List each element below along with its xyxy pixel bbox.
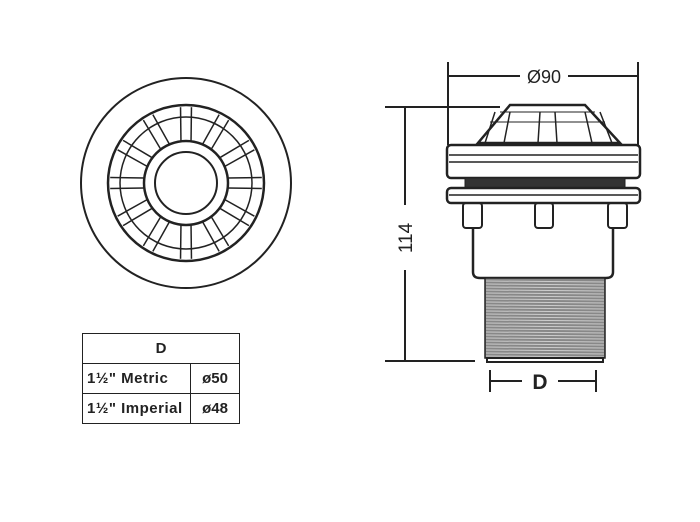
table-row: 1½" Imperial ø48 (82, 393, 240, 424)
rib-line (224, 198, 255, 217)
thread-line (485, 298, 605, 301)
thread-line (485, 334, 605, 337)
rib-line (152, 221, 171, 252)
thread-line (485, 322, 605, 325)
rib-line (219, 139, 250, 159)
table-header: D (82, 333, 240, 364)
thread-line (485, 349, 605, 352)
row-label: 1½" Metric (82, 363, 191, 394)
thread-line (485, 352, 605, 355)
dimension-thread-label: D (532, 371, 547, 394)
front-view (80, 77, 292, 289)
thread-line (485, 337, 605, 340)
rib-line (224, 149, 255, 168)
rib-line (152, 114, 171, 145)
row-value: ø48 (190, 393, 240, 424)
thread-line (485, 307, 605, 310)
thread-line (485, 301, 605, 304)
thread-line (485, 328, 605, 331)
thread-line (485, 289, 605, 292)
rib-line (142, 119, 162, 150)
thread-line (485, 355, 605, 358)
side-view (445, 103, 642, 363)
row-value: ø50 (190, 363, 240, 394)
row-label: 1½" Imperial (82, 393, 191, 424)
thread-line (485, 340, 605, 343)
thread-line (485, 292, 605, 295)
thread-line (485, 331, 605, 334)
thread-line (485, 304, 605, 307)
rib-line (142, 216, 162, 247)
rib-line (201, 221, 220, 252)
thread-line (485, 280, 605, 283)
thread-line (485, 283, 605, 286)
thread-line (485, 295, 605, 298)
dimension-height-label: 114 (396, 222, 417, 253)
size-table: D 1½" Metric ø50 1½" Imperial ø48 (82, 333, 240, 424)
dimension-lines (385, 62, 639, 392)
thread-line (485, 343, 605, 346)
table-header-row: D (82, 333, 240, 364)
rib-line (201, 114, 220, 145)
rib-line (122, 207, 153, 227)
dimension-diameter-label: Ø90 (527, 67, 561, 87)
thread-line (485, 319, 605, 322)
rib-line (210, 216, 230, 247)
rib-line (219, 207, 250, 227)
thread-line (485, 310, 605, 313)
table-row: 1½" Metric ø50 (82, 363, 240, 394)
thread-line (485, 286, 605, 289)
thread-line (485, 325, 605, 328)
rib-line (117, 198, 148, 217)
thread-line (485, 313, 605, 316)
thread-line (485, 316, 605, 319)
rib-line (210, 119, 230, 150)
rib-line (117, 149, 148, 168)
rib-line (122, 139, 153, 159)
thread-line (485, 346, 605, 349)
